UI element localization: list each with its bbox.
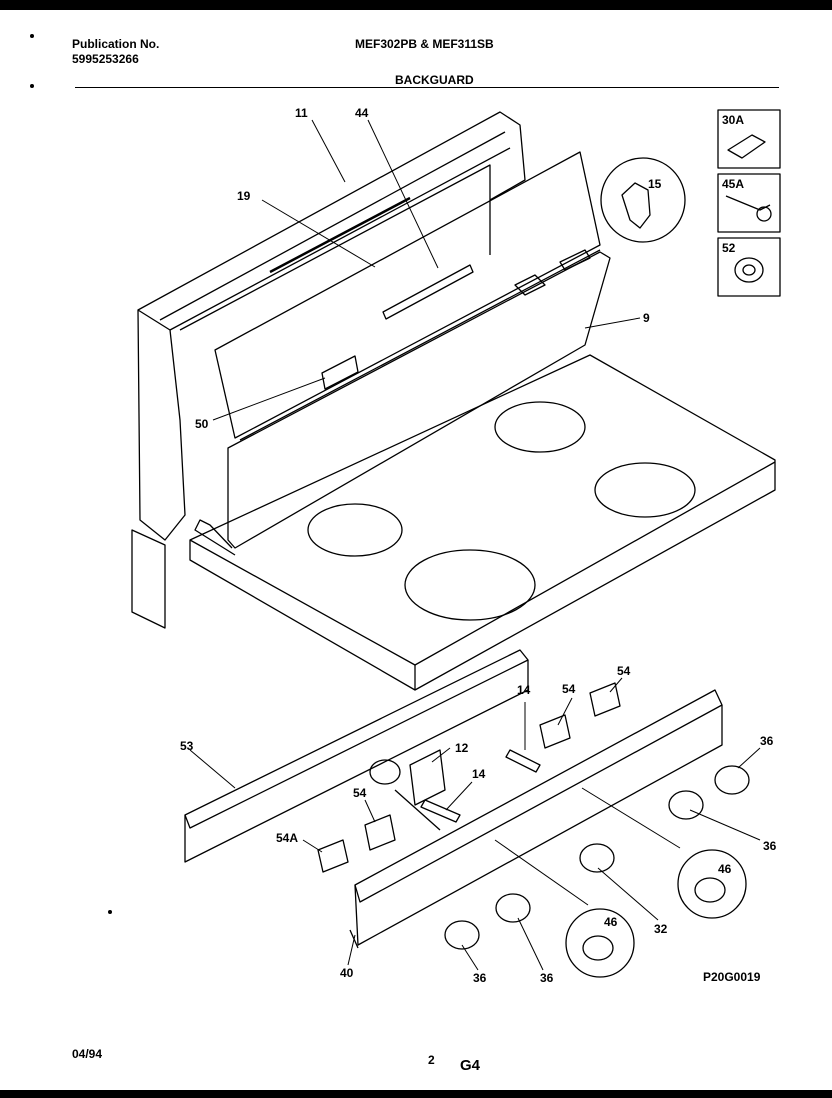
leader-lines bbox=[189, 119, 761, 971]
publication-number: 5995253266 bbox=[72, 52, 139, 66]
backguard-housing bbox=[131, 111, 526, 629]
callout-36: 36 bbox=[760, 734, 774, 748]
punch-mark bbox=[30, 84, 34, 88]
model-numbers: MEF302PB & MEF311SB bbox=[355, 37, 494, 51]
inset-label-45A: 45A bbox=[722, 177, 744, 191]
callout-36: 36 bbox=[540, 971, 554, 985]
callout-50: 50 bbox=[195, 417, 209, 431]
footer-date: 04/94 bbox=[72, 1047, 103, 1061]
footer-grid: G4 bbox=[460, 1057, 481, 1074]
callout-40: 40 bbox=[340, 966, 354, 980]
knobs bbox=[444, 765, 750, 950]
trim-strip bbox=[184, 649, 529, 863]
callout-14: 14 bbox=[517, 683, 531, 697]
callout-54: 54 bbox=[353, 786, 367, 800]
inset-label-52: 52 bbox=[722, 241, 736, 255]
cooktop bbox=[189, 354, 776, 691]
bottom-border bbox=[0, 1090, 832, 1098]
callout-14: 14 bbox=[472, 767, 486, 781]
callout-54A: 54A bbox=[276, 831, 298, 845]
punch-mark bbox=[108, 910, 112, 914]
knob-inserts bbox=[565, 849, 747, 978]
punch-mark bbox=[30, 34, 34, 38]
header-rule bbox=[75, 87, 779, 88]
diagram-code: P20G0019 bbox=[703, 970, 761, 984]
inset-label-30A: 30A bbox=[722, 113, 744, 127]
indicator-lights bbox=[420, 749, 541, 823]
callout-32: 32 bbox=[654, 922, 668, 936]
callout-46: 46 bbox=[604, 915, 618, 929]
thermostat bbox=[369, 749, 446, 831]
publication-label: Publication No. bbox=[72, 37, 160, 51]
top-border bbox=[0, 0, 832, 10]
glass-panel bbox=[214, 151, 601, 439]
control-panel bbox=[194, 249, 611, 556]
callout-53: 53 bbox=[180, 739, 194, 753]
footer-page: 2 bbox=[428, 1053, 435, 1067]
callout-15: 15 bbox=[648, 177, 662, 191]
callout-36: 36 bbox=[763, 839, 777, 853]
switches bbox=[317, 682, 621, 873]
callout-44: 44 bbox=[355, 106, 369, 120]
section-title: BACKGUARD bbox=[395, 73, 474, 87]
callout-54: 54 bbox=[562, 682, 576, 696]
callout-19: 19 bbox=[237, 189, 251, 203]
callout-36: 36 bbox=[473, 971, 487, 985]
callout-12: 12 bbox=[455, 741, 469, 755]
control-bar bbox=[349, 689, 723, 949]
callout-54: 54 bbox=[617, 664, 631, 678]
callout-46: 46 bbox=[718, 862, 732, 876]
inset-boxes bbox=[717, 109, 781, 297]
inset-circle-15 bbox=[600, 157, 686, 243]
callout-11: 11 bbox=[295, 106, 308, 120]
callout-9: 9 bbox=[643, 311, 650, 325]
